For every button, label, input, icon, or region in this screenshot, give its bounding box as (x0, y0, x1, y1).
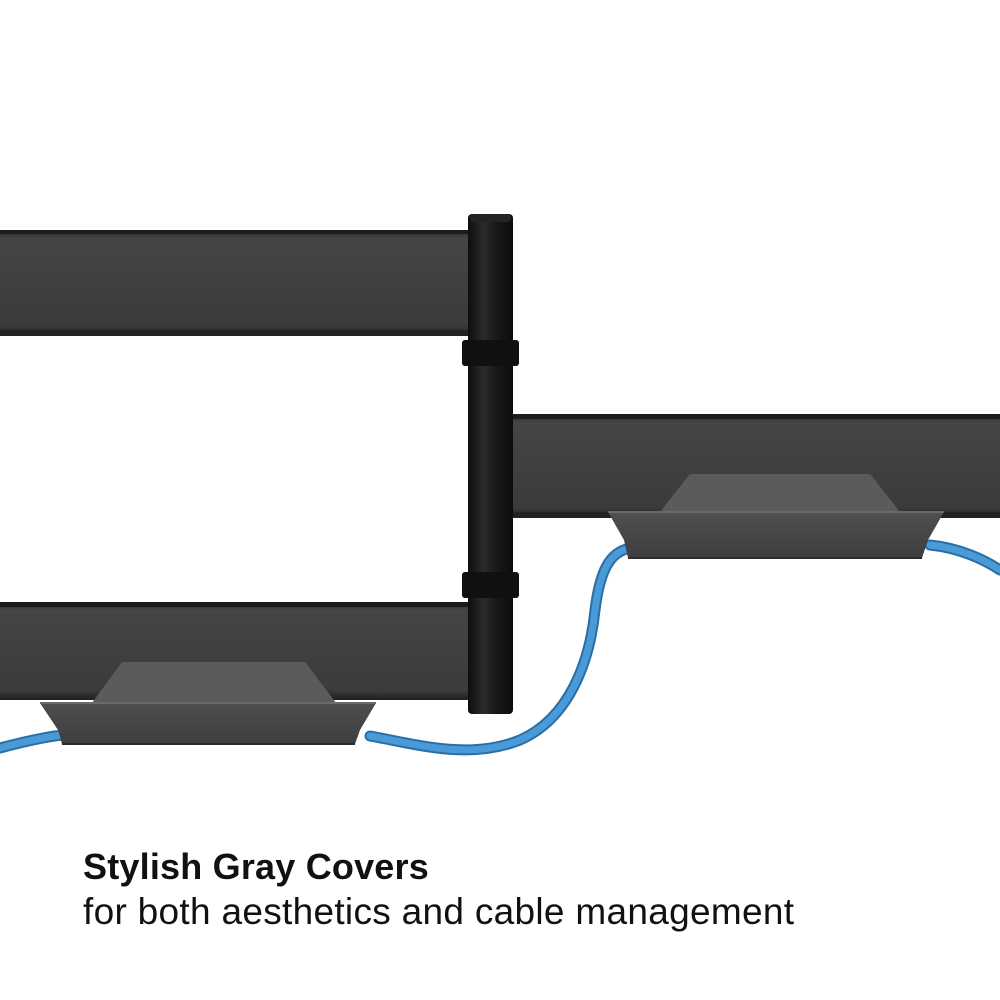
subline: for both aesthetics and cable management (83, 891, 795, 932)
cable-cover-lower (40, 662, 376, 745)
cable-cover-upper (608, 474, 944, 559)
caption: Stylish Gray Covers for both aesthetics … (83, 845, 983, 935)
pivot-column (462, 214, 519, 714)
headline: Stylish Gray Covers (83, 846, 429, 887)
upper-arm (0, 230, 485, 336)
